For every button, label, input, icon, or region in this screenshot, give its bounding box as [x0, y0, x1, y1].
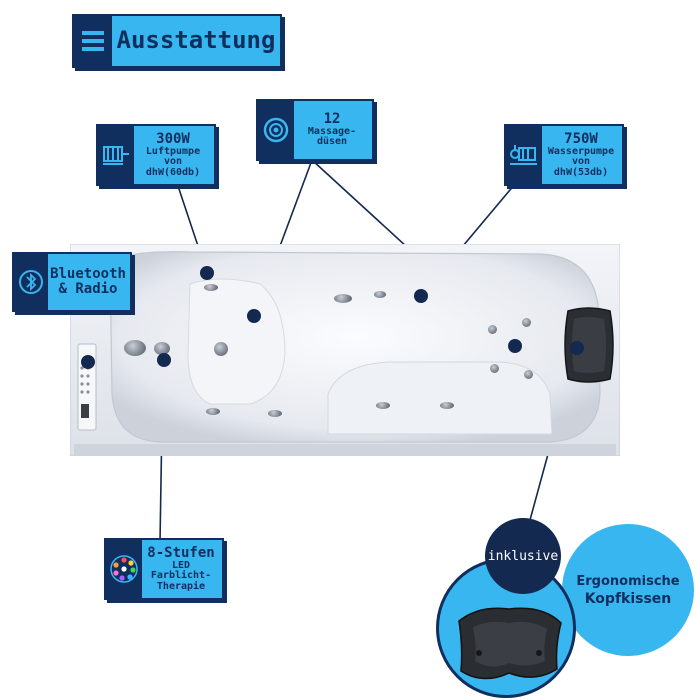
callout-dot [247, 309, 261, 323]
jet [334, 294, 352, 303]
jet [374, 291, 386, 298]
jet-nozzle-icon [258, 101, 294, 159]
callout-dot [414, 289, 428, 303]
led-steps: 8-Stufen [147, 544, 215, 561]
motor-icon [98, 126, 134, 184]
jet [124, 340, 146, 356]
callout-dot [508, 339, 522, 353]
color-led-icon [106, 540, 142, 598]
jet [440, 402, 454, 409]
title-text: Ausstattung [116, 26, 276, 55]
jet [206, 408, 220, 415]
kopfkissen-circle: Ergonomische Kopfkissen [562, 524, 694, 656]
water-pump-icon [506, 126, 542, 184]
jet [488, 325, 497, 334]
kopfkissen-line1: Ergonomische [576, 573, 680, 589]
bathtub [69, 243, 621, 457]
jet [154, 342, 170, 355]
callout-dot [200, 266, 214, 280]
duesen-label1: Massage- [307, 125, 357, 137]
feature-massageduesen: 12 Massage- düsen [256, 99, 374, 161]
bluetooth-label: Bluetooth [50, 266, 126, 283]
jet [376, 402, 390, 409]
feature-bluetooth: Bluetooth & Radio [12, 252, 132, 312]
duesen-count: 12 [323, 111, 341, 128]
led-label2: Therapie [156, 580, 206, 592]
kopfkissen-line2: Kopfkissen [584, 590, 672, 607]
feature-wasserpumpe: 750W Wasserpumpe von dhW(53db) [504, 124, 624, 186]
inklusive-text: inklusive [487, 548, 559, 564]
bathtub-shape [69, 243, 621, 457]
luftpumpe-label: Luftpumpe [145, 145, 201, 157]
pillow-icon [458, 607, 562, 680]
inklusive-badge: inklusive [485, 518, 561, 594]
jet [524, 370, 533, 379]
callout-dot [81, 355, 95, 369]
control-panel [78, 360, 92, 430]
bluetooth-icon [14, 254, 48, 310]
wasserpumpe-label: Wasserpumpe [547, 145, 615, 157]
led-label1: LED Farblicht- [150, 559, 212, 582]
headrest [560, 305, 616, 385]
jet [522, 318, 531, 327]
wasserpumpe-power: 750W [564, 130, 598, 147]
jet [214, 342, 228, 356]
duesen-label2: düsen [316, 136, 348, 148]
jet [490, 364, 499, 373]
radio-label: & Radio [58, 281, 118, 297]
feature-led: 8-Stufen LED Farblicht- Therapie [104, 538, 224, 600]
luftpumpe-power: 300W [156, 130, 190, 147]
list-icon [74, 16, 112, 66]
jet [268, 410, 282, 417]
jet [204, 284, 218, 291]
feature-luftpumpe: 300W Luftpumpe von dhW(60db) [96, 124, 216, 186]
pillow-image-circle [436, 558, 576, 698]
page-title: Ausstattung [72, 14, 282, 68]
callout-dot [570, 341, 584, 355]
luftpumpe-brand: von dhW(60db) [145, 156, 201, 178]
wasserpumpe-brand: von dhW(53db) [553, 156, 609, 178]
callout-dot [157, 353, 171, 367]
